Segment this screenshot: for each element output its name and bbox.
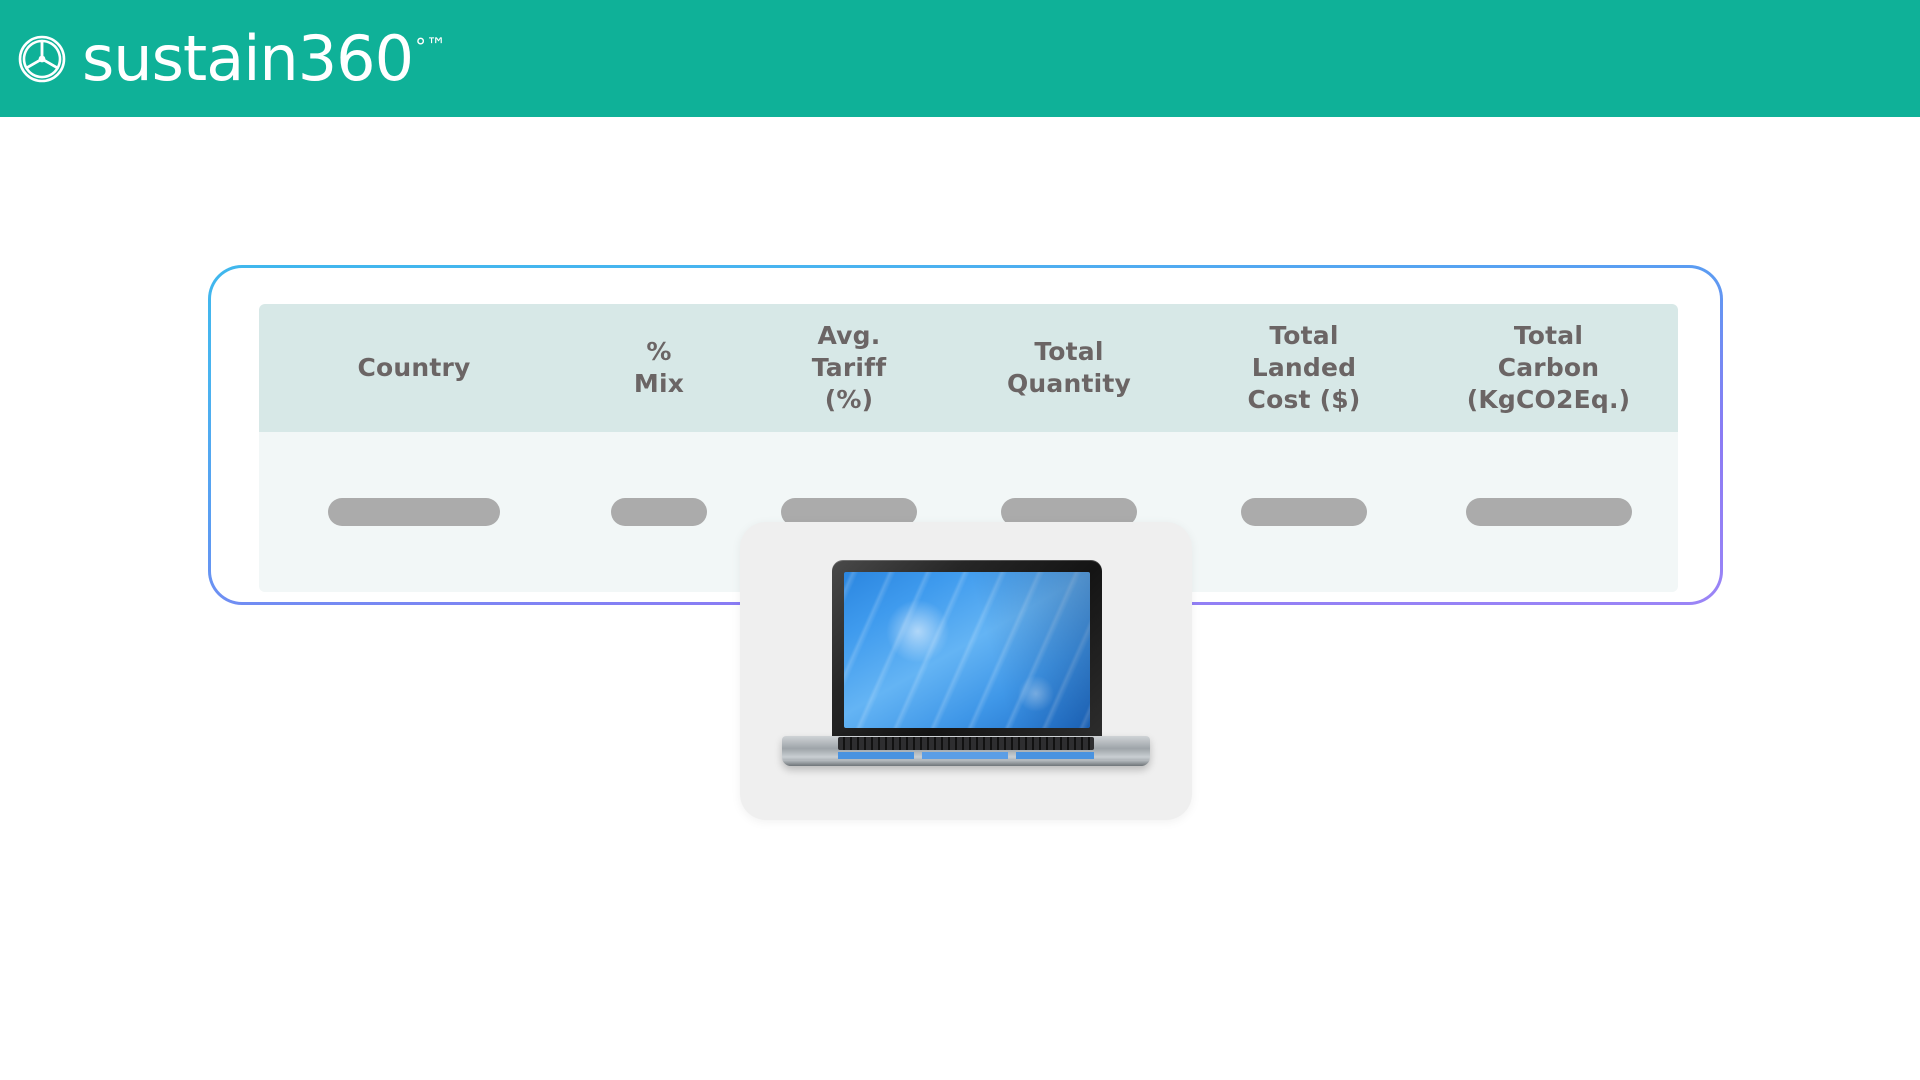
skeleton-bar [611,498,707,526]
laptop-trackpad [922,752,1008,759]
loading-illustration-tile [740,522,1192,820]
brand-logo[interactable]: sustain360 ° ™ [16,23,446,95]
laptop-icon [782,560,1150,782]
skeleton-bar [328,498,500,526]
skeleton-bar [1001,498,1137,526]
laptop-palmrest-left [838,752,914,759]
degree-symbol: ° [415,34,427,60]
laptop-screen [844,572,1090,728]
column-header-country[interactable]: Country [357,353,471,382]
cell-total-carbon [1419,498,1678,526]
app-header-bar: sustain360 ° ™ [0,0,1920,117]
brand-name: sustain360 [82,21,414,95]
column-header-avg-tariff[interactable]: Avg.Tariff(%) [811,321,887,414]
cell-total-quantity [949,498,1189,526]
skeleton-bar [1465,498,1632,526]
laptop-front-edge [782,760,1150,766]
trademark-symbol: ™ [426,32,447,57]
column-header-pct-mix[interactable]: %Mix [633,337,685,398]
cell-total-landed-cost [1189,498,1419,526]
cell-country [259,498,569,526]
skeleton-bar [781,498,917,526]
cell-avg-tariff [749,498,949,526]
sustain360-globe-icon [18,35,66,82]
cell-pct-mix [569,498,749,526]
laptop-lid [832,560,1102,742]
laptop-keyboard [838,737,1094,750]
skeleton-bar [1241,498,1367,526]
laptop-palmrest-right [1016,752,1094,759]
brand-wordmark: sustain360 ° ™ [82,21,447,95]
laptop-base [782,736,1150,766]
